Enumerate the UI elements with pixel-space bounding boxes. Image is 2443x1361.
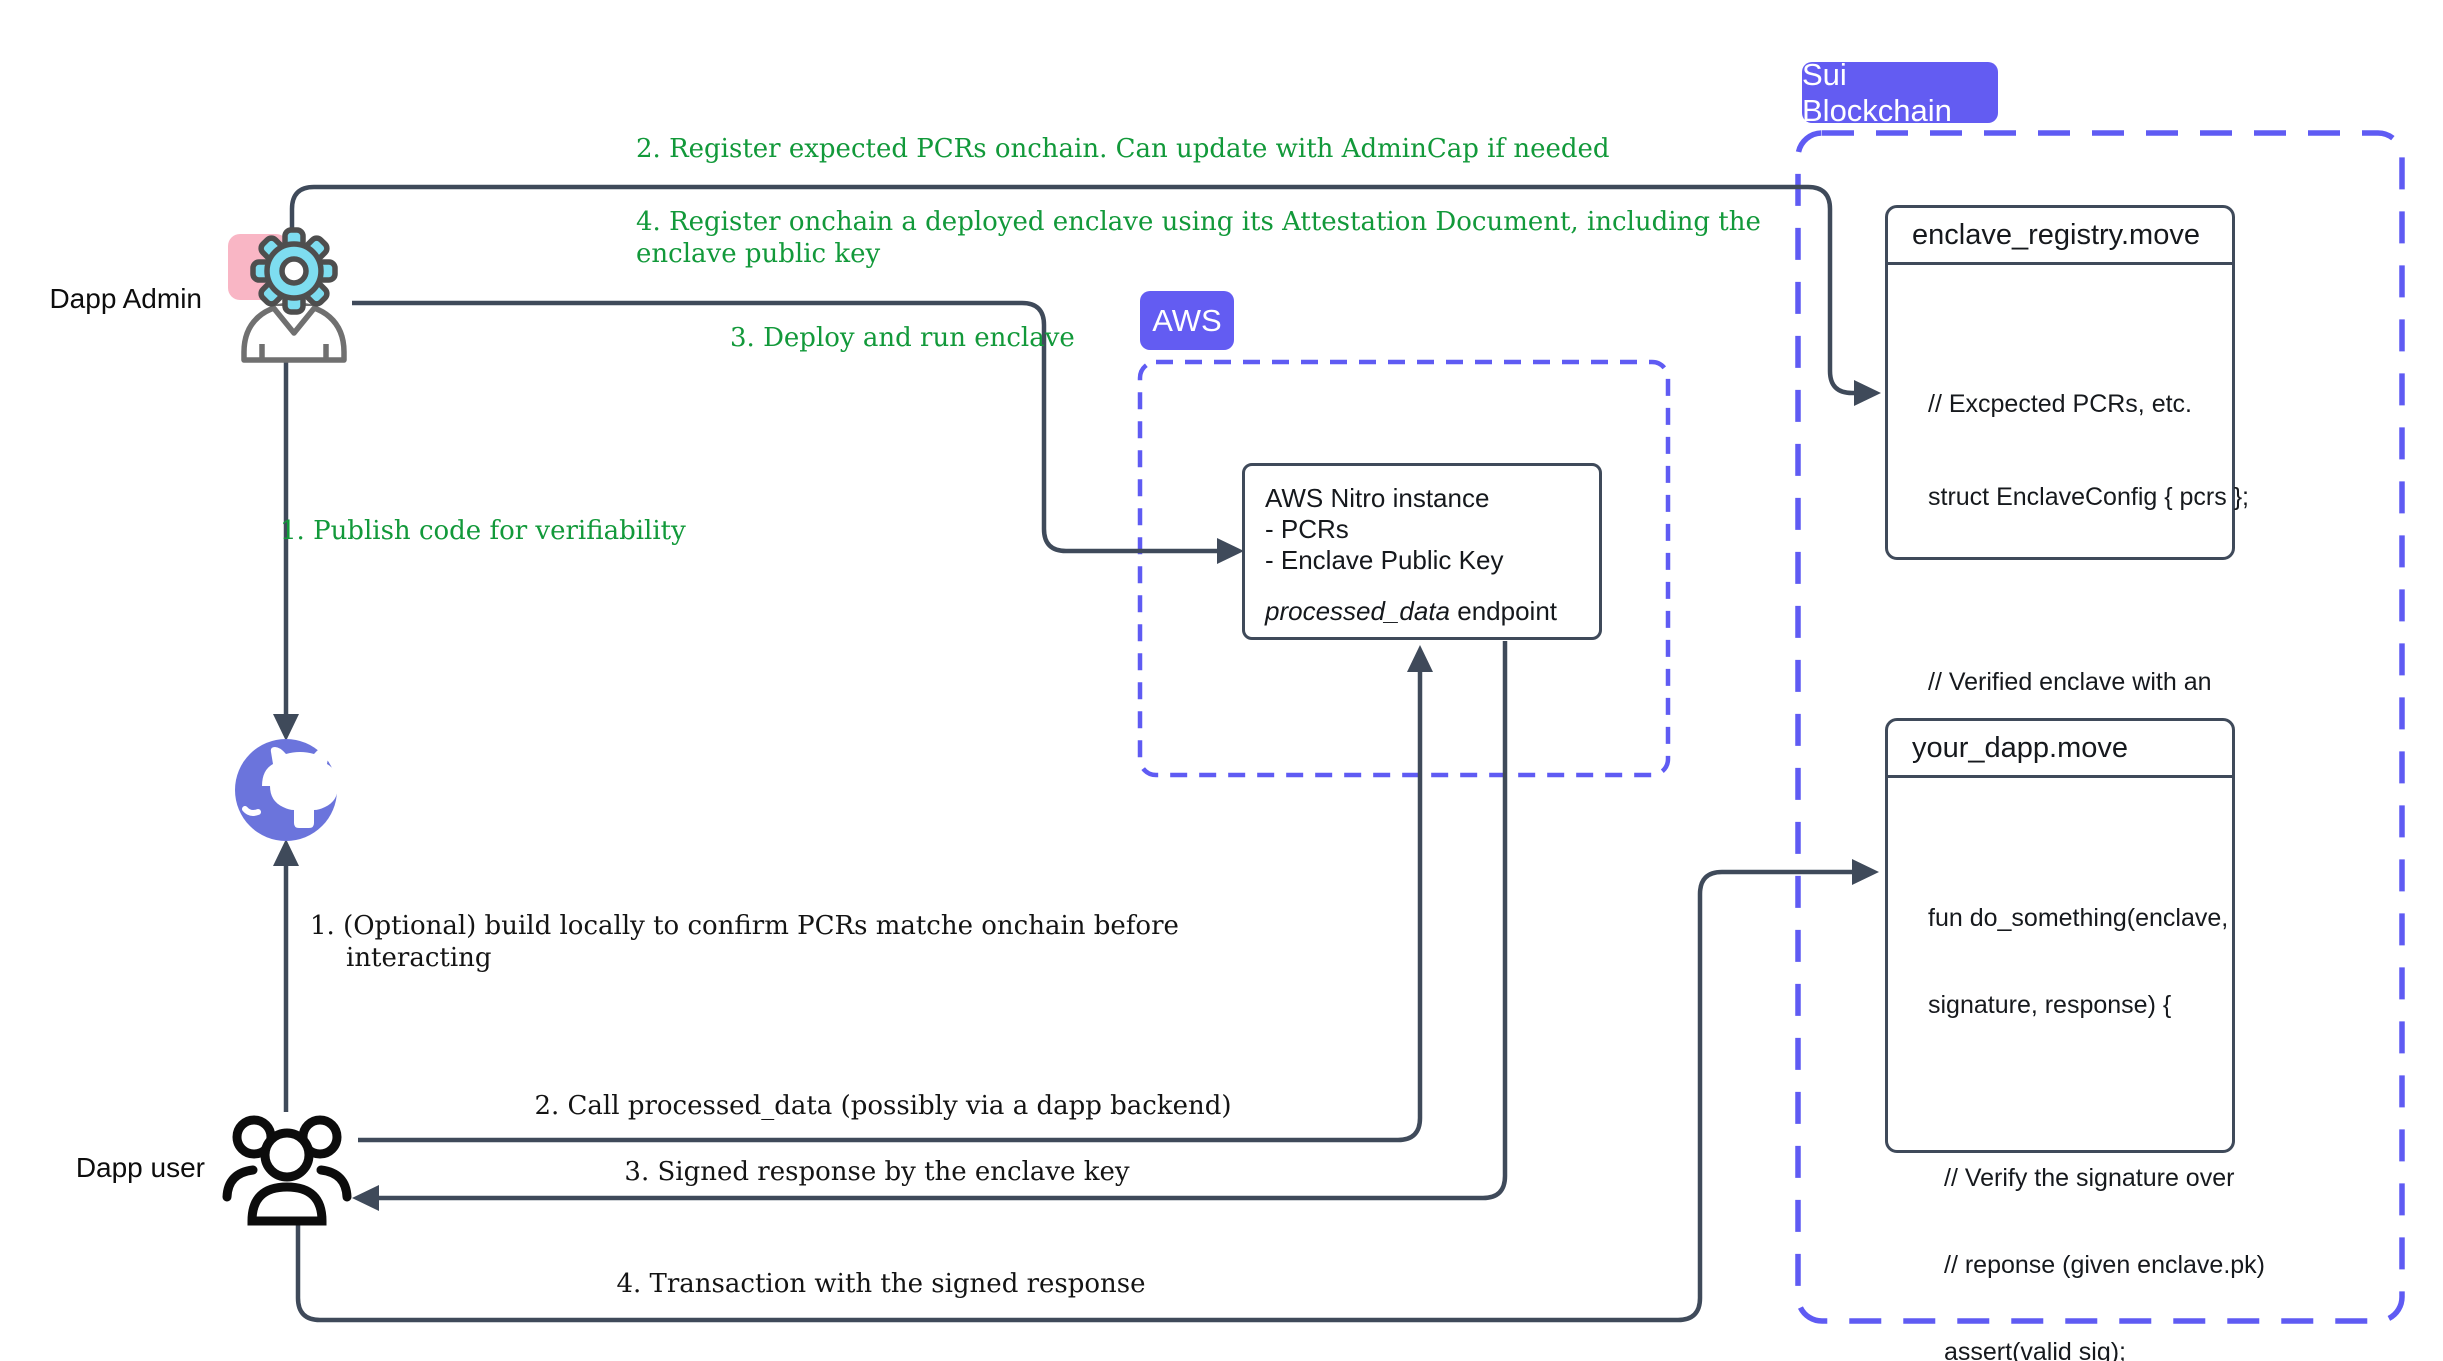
- aws-dashed-region: [1137, 359, 1671, 778]
- deploy-enclave-connector: [352, 300, 1218, 554]
- enclave-registry-title: enclave_registry.move: [1888, 208, 2232, 265]
- code-line: // Verify the signature over: [1944, 1164, 2235, 1192]
- annotation-register-enclave-line2: enclave public key: [636, 239, 881, 269]
- enclave-registry-box: enclave_registry.move // Excpected PCRs,…: [1885, 205, 2249, 882]
- your-dapp-title: your_dapp.move: [1888, 721, 2232, 778]
- annotation-register-pcrs: 2. Register expected PCRs onchain. Can u…: [636, 134, 1610, 164]
- code-line: // reponse (given enclave.pk): [1944, 1251, 2266, 1279]
- nitro-item-enclave-key: - Enclave Public Key: [1265, 545, 1504, 575]
- dapp-admin-label: Dapp Admin: [49, 283, 202, 314]
- arrowhead-into-github-top: [273, 714, 299, 741]
- sui-dashed-region: [1795, 130, 2405, 1324]
- arrowhead-into-nitro-bottom: [1407, 645, 1433, 672]
- transaction-connector: [295, 869, 1852, 1323]
- endpoint-name: processed_data: [1265, 596, 1451, 626]
- code-line: struct EnclaveConfig { pcrs };: [1928, 483, 2249, 511]
- arrowhead-into-registry: [1854, 380, 1881, 406]
- code-line: // Verified enclave with an: [1928, 668, 2212, 696]
- aws-nitro-instance-box: AWS Nitro instance - PCRs - Enclave Publ…: [1242, 463, 1602, 640]
- arrowhead-into-nitro: [1217, 538, 1244, 564]
- octocat-silhouette: [262, 747, 338, 828]
- annotation-build-line1: 1. (Optional) build locally to confirm P…: [310, 911, 1179, 941]
- annotation-signed: 3. Signed response by the enclave key: [624, 1157, 1130, 1187]
- arrowhead-into-github-bottom: [273, 839, 299, 866]
- gear-icon: [250, 227, 338, 315]
- aws-badge: AWS: [1140, 291, 1234, 350]
- code-line: fun do_something(enclave,: [1928, 904, 2229, 932]
- arrowhead-into-dapp: [1852, 859, 1879, 885]
- code-line: // Excpected PCRs, etc.: [1928, 390, 2192, 418]
- annotation-deploy: 3. Deploy and run enclave: [730, 323, 1075, 353]
- call-processed-data-connector: [358, 672, 1423, 1143]
- annotation-transaction: 4. Transaction with the signed response: [616, 1269, 1146, 1299]
- endpoint-suffix: endpoint: [1450, 596, 1558, 626]
- github-icon: [235, 739, 338, 841]
- sui-blockchain-badge: Sui Blockchain: [1802, 57, 1998, 128]
- nitro-item-pcrs: - PCRs: [1265, 514, 1349, 544]
- signed-response-connector: [378, 641, 1508, 1201]
- nitro-title: AWS Nitro instance: [1265, 483, 1490, 513]
- dapp-user-icon: [222, 1115, 352, 1226]
- arrowhead-into-user: [352, 1185, 379, 1211]
- your-dapp-box: your_dapp.move fun do_something(enclave,…: [1885, 718, 2265, 1361]
- code-line: assert(valid sig);: [1944, 1338, 2126, 1361]
- code-line: signature, response) {: [1928, 991, 2172, 1019]
- dapp-admin-icon: [228, 227, 347, 363]
- annotation-call: 2. Call processed_data (possibly via a d…: [534, 1091, 1232, 1121]
- register-pcrs-connector: [289, 184, 1856, 396]
- annotation-register-enclave-line1: 4. Register onchain a deployed enclave u…: [636, 207, 1761, 237]
- annotation-build-line2: interacting: [346, 943, 492, 973]
- nitro-endpoint: processed_data endpoint: [1265, 596, 1557, 627]
- annotation-publish: 1. Publish code for verifiability: [280, 516, 686, 546]
- dapp-user-label: Dapp user: [75, 1152, 205, 1183]
